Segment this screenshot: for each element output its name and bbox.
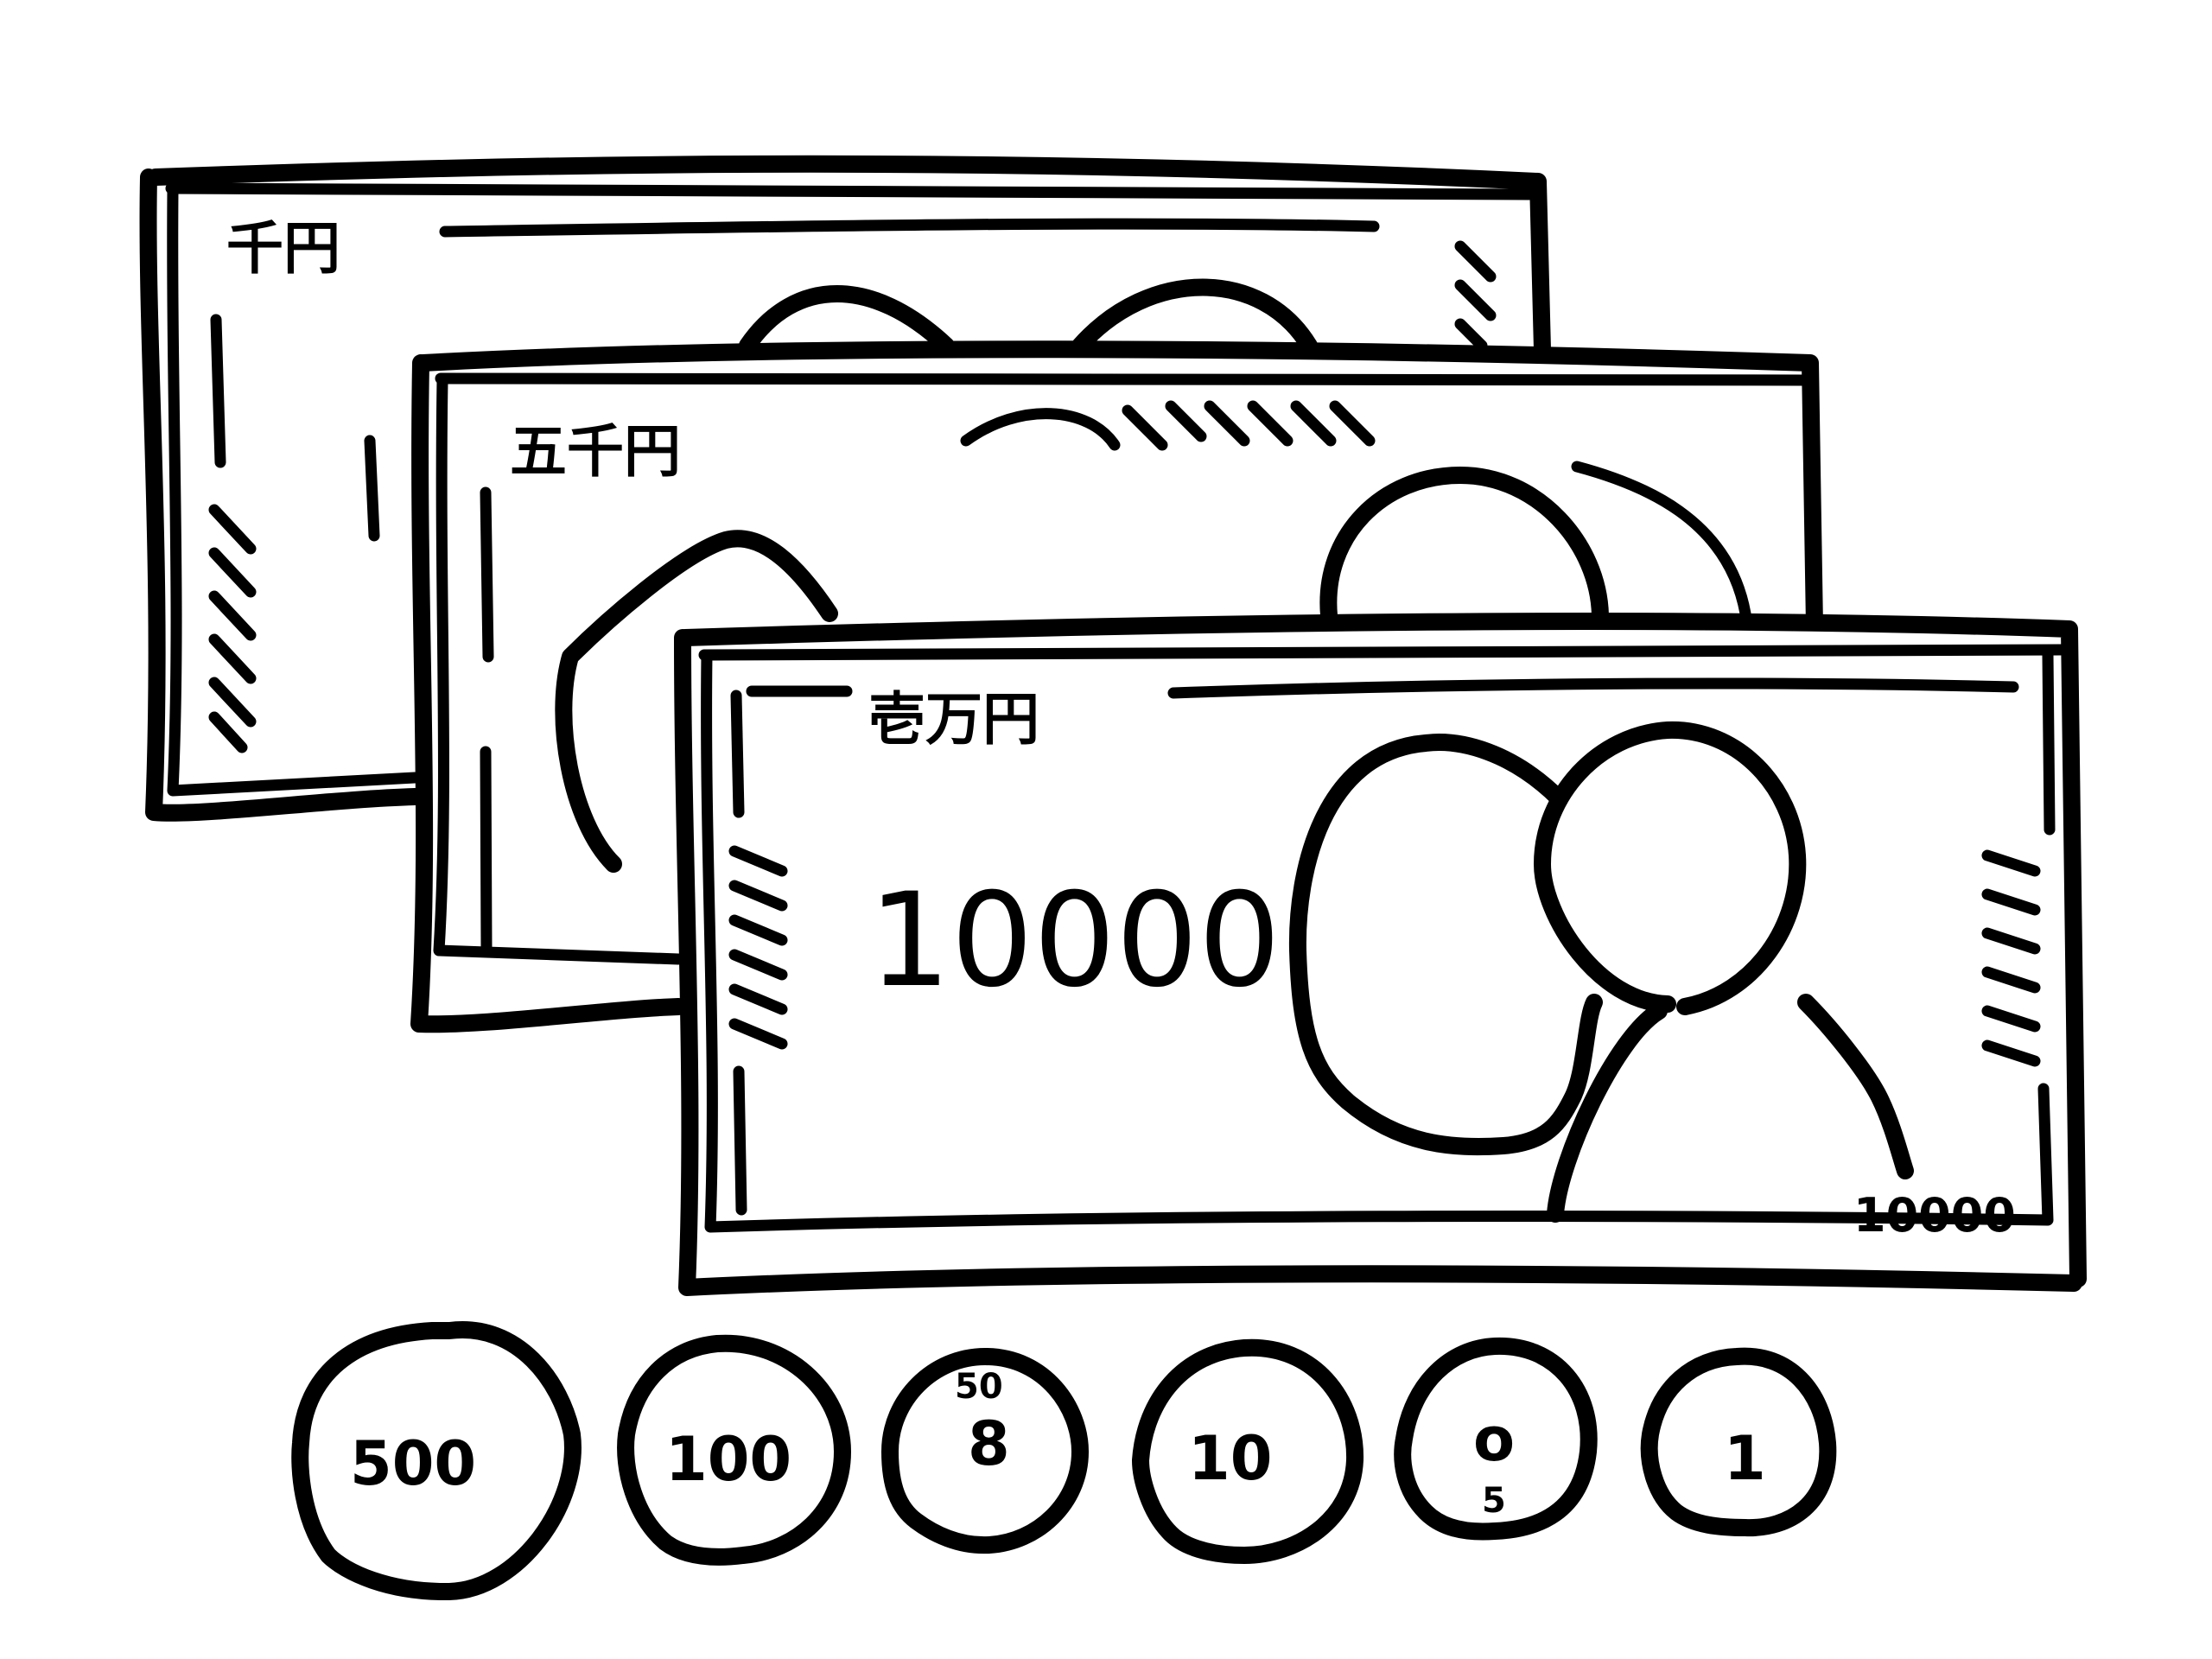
coin-500: 500	[291, 1321, 582, 1601]
coin-10: 10	[1132, 1338, 1364, 1564]
bill-10000-portrait-body-left	[1547, 1002, 1668, 1223]
bill-1000-portrait-arc-right	[1071, 278, 1318, 354]
coin-5-bottom-number: 5	[1482, 1481, 1506, 1521]
bill-1000-right-ornament	[1454, 240, 1497, 352]
coin-50-top-number: 50	[955, 1367, 1003, 1407]
bill-1000-left-line	[210, 314, 226, 468]
bill-10000-label: 壱万円	[868, 686, 1039, 753]
coin-500-number: 500	[350, 1428, 476, 1499]
coin-5-main-number: o	[1473, 1404, 1515, 1475]
bill-10000-corner-number: 10000	[1853, 1188, 2016, 1243]
bill-5000-label: 五千円	[510, 418, 681, 485]
coin-1: 1	[1640, 1347, 1837, 1537]
bill-5000-top-ornament	[1122, 400, 1376, 451]
bill-10000-portrait-shadow	[1288, 734, 1603, 1156]
bill-10000-portrait-body-right	[1797, 994, 1914, 1179]
bill-5000-hair	[1571, 461, 1751, 620]
bill-5000-flower	[555, 530, 838, 873]
coin-10-number: 10	[1188, 1423, 1272, 1494]
bill-1000-top-line	[439, 218, 1380, 238]
bill-10000-left-ornament	[728, 845, 788, 1050]
coin-1-number: 1	[1724, 1423, 1766, 1494]
bill-5000-portrait-head	[1319, 467, 1609, 624]
bill-10000-yen: 壱万円 10000 10000	[674, 613, 2087, 1296]
coin-100-number: 100	[665, 1424, 791, 1495]
bill-1000-yen: 千円	[139, 155, 1551, 822]
bill-10000-portrait-head	[1534, 721, 1807, 1015]
coin-50: 50 8	[881, 1348, 1089, 1554]
coin-100: 100	[617, 1334, 851, 1566]
coin-50-main-number: 8	[968, 1408, 1010, 1479]
bill-1000-left-ornament	[208, 504, 257, 753]
bill-10000-number: 10000	[868, 866, 1281, 1016]
bill-10000-right-ornament	[1981, 849, 2041, 1067]
bill-10000-top-line-right	[1167, 677, 2019, 699]
bill-5000-wave	[960, 408, 1121, 451]
bill-1000-portrait-arc-left	[739, 285, 955, 354]
coin-5: o 5	[1394, 1337, 1598, 1541]
bill-1000-label: 千円	[226, 215, 340, 282]
